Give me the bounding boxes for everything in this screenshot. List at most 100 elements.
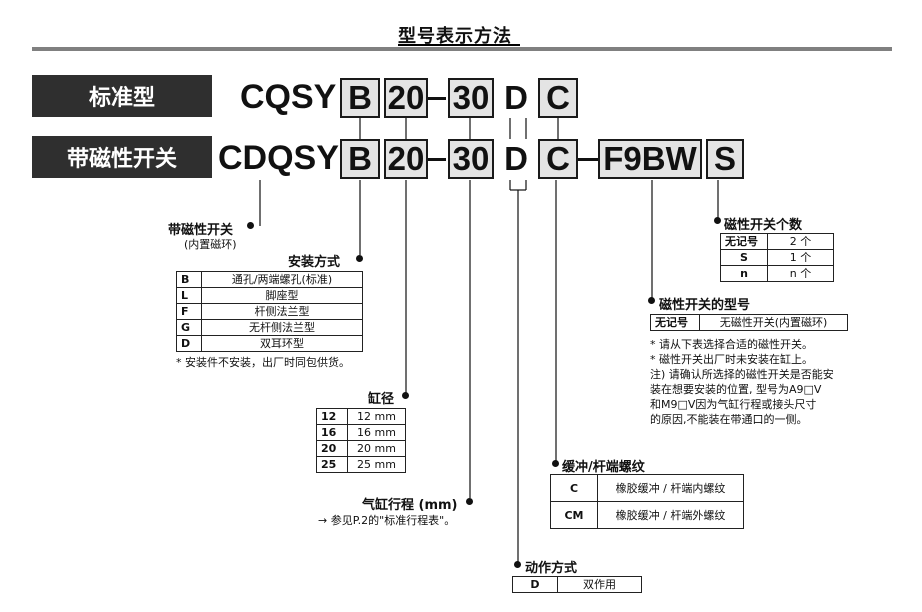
magnetic-code-count: S [706, 139, 744, 179]
bore-size: 25 mm [347, 456, 406, 473]
standard-code-cushion: C [538, 78, 578, 118]
magnetic-dash-2 [578, 158, 598, 161]
switch-note: 注) 请确认所选择的磁性开关是否能安 [650, 368, 834, 381]
mounting-code: L [176, 287, 202, 304]
bore-size: 16 mm [347, 424, 406, 441]
cushion-title: 缓冲/杆端螺纹 [562, 460, 645, 475]
switch-count-code: S [720, 249, 768, 266]
switch-count-desc: 1 个 [767, 249, 834, 266]
standard-code-stroke: 30 [448, 78, 494, 118]
bore-title: 缸径 [368, 392, 395, 407]
table-row: 无记号无磁性开关(内置磁环) [650, 314, 848, 331]
switch-count-desc: n 个 [767, 265, 834, 282]
bore-code: 16 [316, 424, 348, 441]
stroke-dot [466, 498, 473, 505]
cushion-desc: 橡胶缓冲 / 杆端外螺纹 [597, 501, 744, 529]
standard-code-bore: 20 [384, 78, 428, 118]
magnet-sub: (内置磁环) [184, 238, 237, 251]
cushion-dot [552, 460, 559, 467]
magnet-title: 带磁性开关 [168, 223, 234, 238]
switch-note: 和M9□V因为气缸行程或接头尺寸 [650, 398, 817, 411]
cushion-desc: 橡胶缓冲 / 杆端内螺纹 [597, 474, 744, 502]
bore-size: 20 mm [347, 440, 406, 457]
switch-count-desc: 2 个 [767, 233, 834, 250]
bore-code: 25 [316, 456, 348, 473]
switch-note: 装在想要安装的位置, 型号为A9□V [650, 383, 822, 396]
stroke-title: 气缸行程 (mm) [362, 498, 458, 513]
cushion-code: CM [550, 501, 598, 529]
switch-count-code: 无记号 [720, 233, 768, 250]
magnetic-prefix: CDQSY [218, 139, 339, 177]
magnetic-code-stroke: 30 [448, 139, 494, 179]
standard-type-label: 标准型 [32, 75, 212, 117]
mounting-code: G [176, 319, 202, 336]
standard-dash [428, 97, 446, 100]
mounting-dot [356, 255, 363, 262]
switch-note: 的原因,不能装在带通口的一侧。 [650, 413, 808, 426]
bore-size: 12 mm [347, 408, 406, 425]
switch-count-code: n [720, 265, 768, 282]
header-rule [32, 47, 892, 51]
action-desc: 双作用 [557, 576, 642, 593]
switch-type-table: 无记号无磁性开关(内置磁环) [650, 314, 848, 331]
magnetic-code-b: B [340, 139, 380, 179]
magnetic-code-cushion: C [538, 139, 578, 179]
stroke-ref: → 参见P.2的"标准行程表"。 [318, 514, 456, 527]
standard-code-action: D [504, 79, 528, 116]
magnet-dot [247, 222, 254, 229]
standard-prefix: CQSY [240, 78, 337, 116]
switch-count-title: 磁性开关个数 [724, 218, 803, 233]
switch-type-title: 磁性开关的型号 [659, 298, 751, 313]
page-title: 型号表示方法 [398, 26, 512, 47]
magnetic-type-label: 带磁性开关 [32, 136, 212, 178]
action-code: D [512, 576, 558, 593]
switch-note: * 磁性开关出厂时未安装在缸上。 [650, 353, 813, 366]
mounting-code: D [176, 335, 202, 352]
mounting-desc: 双耳环型 [201, 335, 363, 352]
mounting-code: B [176, 271, 202, 288]
mounting-desc: 通孔/两端螺孔(标准) [201, 271, 363, 288]
standard-code-b: B [340, 78, 380, 118]
switch-count-dot [714, 217, 721, 224]
mounting-title: 安装方式 [288, 255, 341, 270]
title-underline [398, 44, 520, 46]
switch-note: * 请从下表选择合适的磁性开关。 [650, 338, 813, 351]
switch-type-dot [648, 297, 655, 304]
mounting-desc: 无杆侧法兰型 [201, 319, 363, 336]
magnetic-code-bore: 20 [384, 139, 428, 179]
action-title: 动作方式 [525, 561, 578, 576]
mounting-code: F [176, 303, 202, 320]
switch-type-code: 无记号 [650, 314, 700, 331]
switch-type-notes: * 请从下表选择合适的磁性开关。 * 磁性开关出厂时未安装在缸上。 注) 请确认… [650, 337, 834, 427]
action-dot [514, 561, 521, 568]
magnetic-code-switch: F9BW [598, 139, 702, 179]
mounting-note: * 安装件不安装，出厂时同包供货。 [176, 356, 350, 369]
bore-code: 20 [316, 440, 348, 457]
bore-code: 12 [316, 408, 348, 425]
mounting-desc: 脚座型 [201, 287, 363, 304]
cushion-code: C [550, 474, 598, 502]
magnetic-dash-1 [428, 158, 446, 161]
bore-dot [402, 392, 409, 399]
magnetic-code-action: D [504, 140, 528, 177]
